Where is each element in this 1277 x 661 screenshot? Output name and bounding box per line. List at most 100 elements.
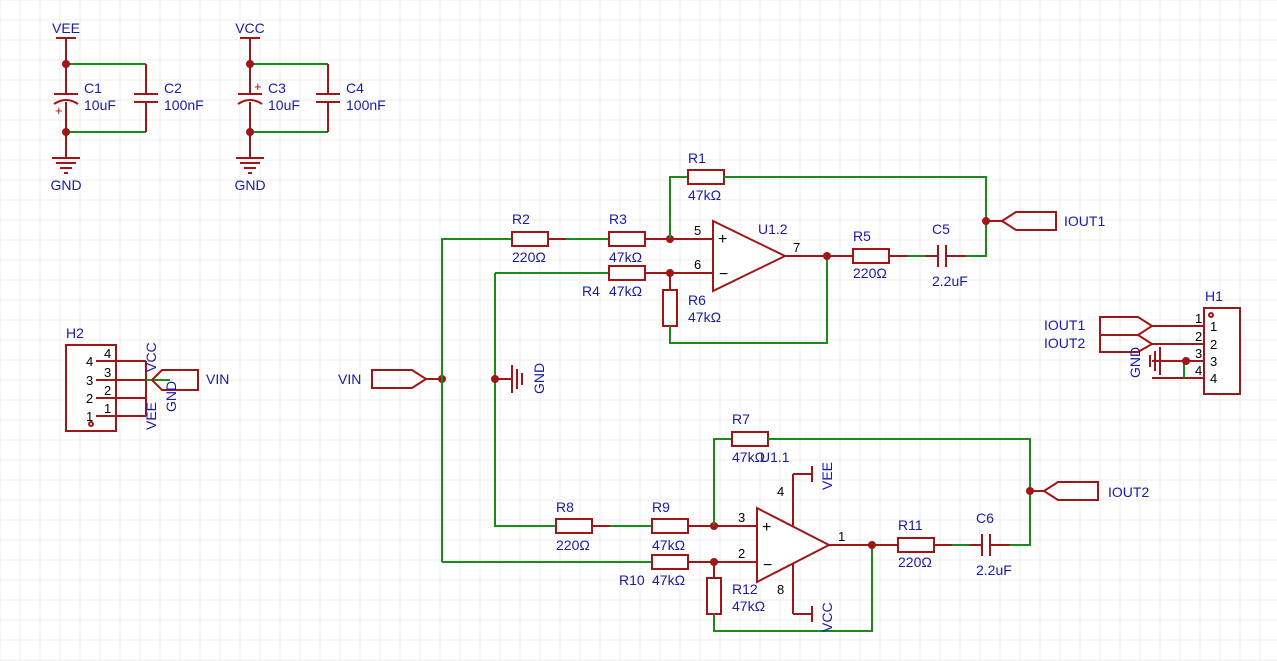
h1-pin-label-1: 1 [1210, 319, 1217, 334]
resistor-r7[interactable] [731, 431, 769, 447]
r2-value: 220Ω [512, 249, 546, 265]
h2-pin-label-2: 2 [86, 391, 93, 406]
h1-pin-label-4: 4 [1210, 371, 1217, 386]
u11-vcc-label: VCC [819, 602, 835, 632]
r6-ref: R6 [688, 292, 706, 308]
iout2-label: IOUT2 [1108, 484, 1149, 500]
r12-value: 47kΩ [732, 598, 765, 614]
gnd-symbol-2 [236, 157, 264, 174]
vcc-label: VCC [235, 20, 265, 36]
c1-value: 10uF [84, 97, 116, 113]
capacitor-c3[interactable]: + [237, 79, 263, 105]
opamp-u12[interactable]: + − 5 6 7 U1.2 [670, 219, 827, 293]
h2-pin-num-3: 3 [104, 365, 111, 380]
r8-ref: R8 [556, 499, 574, 515]
resistor-r4[interactable] [608, 265, 670, 281]
r10-ref: R10 [619, 572, 645, 588]
c1-ref: C1 [84, 80, 102, 96]
resistor-r5[interactable] [827, 248, 908, 264]
u11-pin2: 2 [738, 546, 745, 561]
h1-pin-num-3: 3 [1195, 346, 1202, 361]
u12-plus: + [718, 231, 727, 248]
u12-ref: U1.2 [758, 221, 788, 237]
r6-value: 47kΩ [688, 309, 721, 325]
r1-value: 47kΩ [688, 187, 721, 203]
c3-ref: C3 [268, 80, 286, 96]
gnd-label-mid: GND [531, 363, 547, 394]
r4-ref: R4 [582, 283, 600, 299]
resistor-r3[interactable] [608, 231, 670, 247]
capacitor-c2[interactable] [134, 64, 158, 132]
h2-pin-num-1: 1 [104, 401, 111, 416]
h2-gnd-label: GND [163, 381, 179, 412]
r7-ref: R7 [732, 411, 750, 427]
resistor-r8[interactable] [555, 518, 610, 534]
gnd-label-1: GND [50, 177, 81, 193]
c2-value: 100nF [164, 97, 204, 113]
resistor-r6[interactable] [662, 289, 678, 327]
h2-vcc-label: VCC [143, 342, 159, 372]
u11-pin8: 8 [777, 582, 784, 597]
u11-plus: + [762, 519, 771, 536]
vin-port[interactable]: VIN [338, 369, 428, 389]
h1-pin-num-1: 1 [1195, 311, 1202, 326]
resistor-r10[interactable] [651, 554, 714, 570]
h2-vee-label: VEE [143, 402, 159, 430]
h1-ref: H1 [1205, 288, 1223, 304]
r12-ref: R12 [732, 581, 758, 597]
header-h1[interactable]: H1 1 2 3 4 1 2 3 4 GND [1099, 288, 1241, 395]
resistor-r12[interactable] [706, 577, 722, 615]
c4-ref: C4 [346, 80, 364, 96]
capacitor-c5[interactable] [926, 245, 966, 267]
resistor-r1[interactable] [687, 169, 725, 185]
r5-ref: R5 [853, 228, 871, 244]
decoupling-vcc: VCC + C3 10uF C4 100nF GND [234, 20, 385, 193]
r5-value: 220Ω [853, 265, 887, 281]
h1-iout2-label: IOUT2 [1044, 335, 1085, 351]
gnd-label-2: GND [234, 177, 265, 193]
resistor-r2[interactable] [511, 231, 566, 247]
h1-pin-label-3: 3 [1210, 354, 1217, 369]
u12-pin7: 7 [793, 240, 800, 255]
r7-value: 47kΩ [732, 449, 765, 465]
iout2-port[interactable] [1042, 481, 1099, 501]
r3-value: 47kΩ [609, 249, 642, 265]
u11-vee-label: VEE [819, 462, 835, 490]
u12-pin5: 5 [694, 223, 701, 238]
h1-pin-num-4: 4 [1195, 363, 1202, 378]
h1-pin-label-2: 2 [1210, 337, 1217, 352]
u12-pin6: 6 [694, 257, 701, 272]
h2-ref: H2 [66, 325, 84, 341]
h1-pin-num-2: 2 [1195, 329, 1202, 344]
opamp-u11[interactable]: + − 3 2 1 4 8 U1.1 VEE VCC [714, 449, 872, 632]
u11-pin3: 3 [738, 510, 745, 525]
r9-ref: R9 [652, 499, 670, 515]
capacitor-c1[interactable]: + [53, 93, 79, 118]
capacitor-c6[interactable] [970, 534, 1010, 556]
c2-ref: C2 [164, 80, 182, 96]
c4-value: 100nF [346, 97, 386, 113]
header-h2[interactable]: H2 4 3 2 1 4 3 2 1 VCC VEE GND VIN [65, 325, 229, 432]
resistor-r9[interactable] [651, 518, 714, 534]
h2-pin-num-2: 2 [104, 383, 111, 398]
u12-minus: − [719, 266, 728, 283]
c5-value: 2.2uF [932, 273, 968, 289]
u11-ref: U1.1 [760, 449, 790, 465]
r11-value: 220Ω [898, 554, 932, 570]
resistor-r11[interactable] [872, 537, 952, 553]
c1-polarity: + [55, 103, 63, 118]
iout1-label: IOUT1 [1064, 213, 1105, 229]
u11-minus: − [763, 557, 772, 574]
iout1-port[interactable] [1000, 211, 1057, 231]
capacitor-c4[interactable] [316, 64, 340, 132]
c5-ref: C5 [932, 221, 950, 237]
h1-gnd-label: GND [1127, 347, 1143, 378]
c3-polarity: + [254, 79, 262, 94]
h2-pin-label-1: 1 [86, 409, 93, 424]
r3-ref: R3 [609, 211, 627, 227]
u11-pin4: 4 [777, 484, 784, 499]
r1-ref: R1 [688, 150, 706, 166]
r2-ref: R2 [512, 211, 530, 227]
h1-iout1-label: IOUT1 [1044, 317, 1085, 333]
